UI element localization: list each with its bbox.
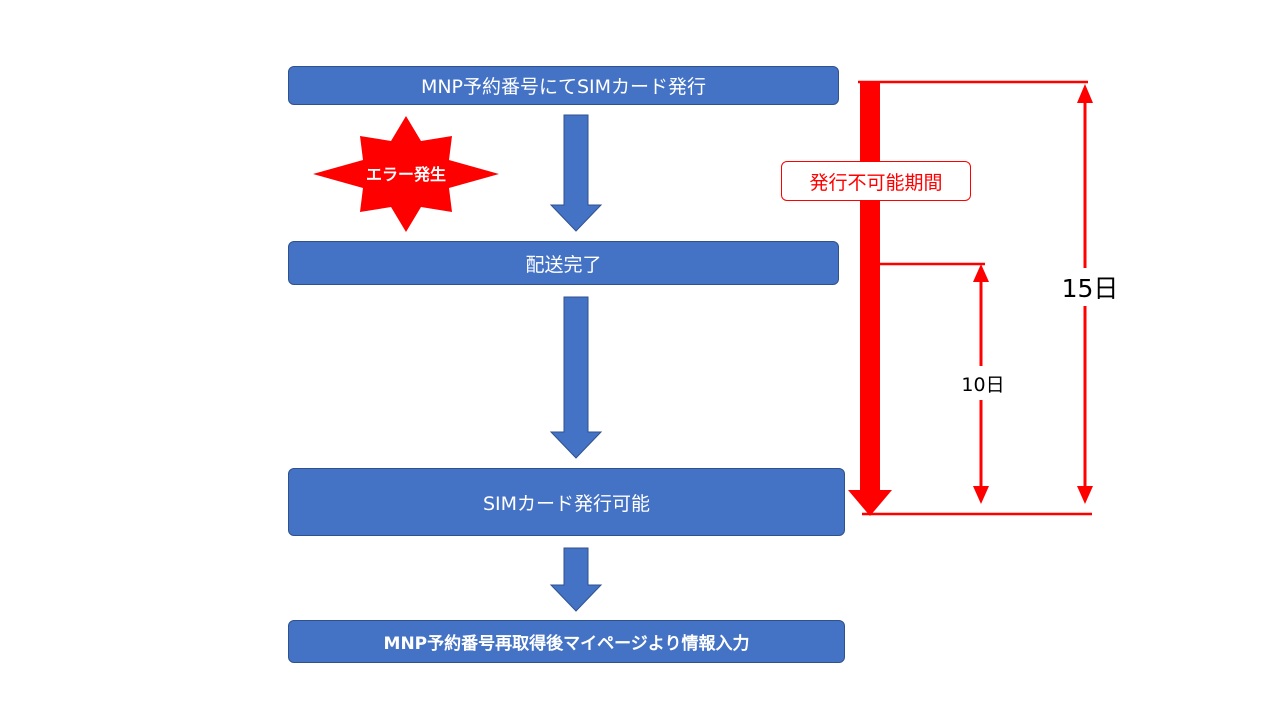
ten-day-arrowhead-up-icon [973,264,989,282]
step-delivery-complete-box: 配送完了 [288,241,839,285]
unavailable-period-arrow [848,82,892,516]
step-reissue-available-box: SIMカード発行可能 [288,468,845,536]
fifteen-day-label: 15日 [1055,268,1125,306]
step-reenter-info-label: MNP予約番号再取得後マイページより情報入力 [383,634,750,654]
unavailable-period-label: 発行不可能期間 [781,161,971,201]
fifteen-day-arrowhead-up-icon [1077,84,1093,103]
ten-day-label: 10日 [948,366,1018,400]
fifteen-day-arrowhead-down-icon [1077,486,1093,504]
error-burst-shape [313,116,499,232]
flow-arrow-2 [549,296,603,459]
error-badge-label: エラー発生 [365,165,446,184]
step-reenter-info-box: MNP予約番号再取得後マイページより情報入力 [288,620,845,663]
flow-arrow-1 [549,114,603,232]
ten-day-arrowhead-down-icon [973,486,989,504]
step-delivery-complete-label: 配送完了 [525,253,602,276]
step-sim-issue-box: MNP予約番号にてSIMカード発行 [288,66,839,105]
step-reissue-available-label: SIMカード発行可能 [482,492,651,515]
step-sim-issue-label: MNP予約番号にてSIMカード発行 [420,76,707,98]
flow-arrow-3 [549,547,603,612]
